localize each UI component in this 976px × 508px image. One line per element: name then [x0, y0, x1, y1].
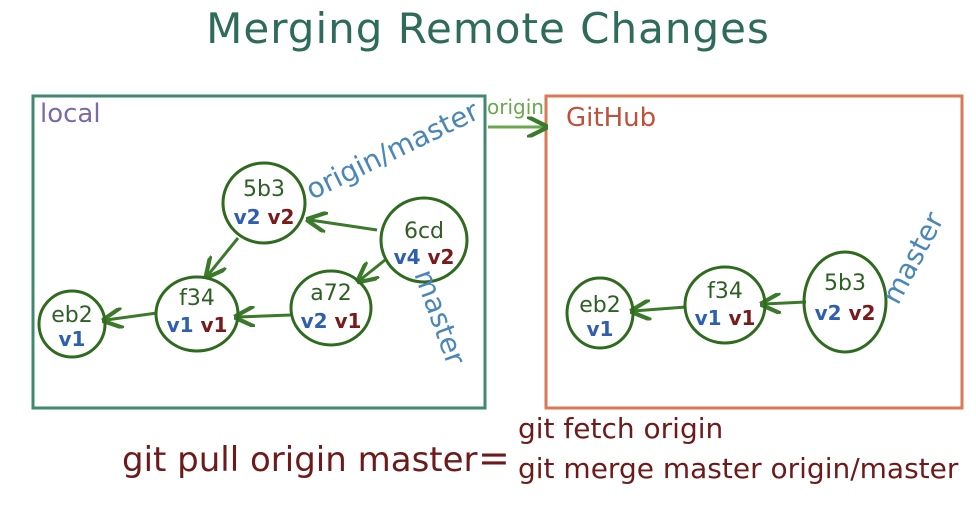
github-commit-5b3: 5b3 v2 v2 — [802, 250, 888, 354]
commit-versions: v1 v1 — [695, 306, 756, 330]
edge-gh-f34-eb2 — [634, 307, 687, 311]
commit-versions: v4 v2 — [394, 245, 455, 269]
edge-gh-5b3-f34 — [764, 302, 807, 304]
commit-versions: v2 v2 — [234, 205, 295, 229]
edge-f34-eb2 — [106, 313, 158, 320]
edge-5b3-f34 — [208, 237, 240, 275]
commit-id: 5b3 — [243, 177, 285, 202]
commit-id: eb2 — [51, 303, 93, 328]
local-commit-6cd: 6cd v4 v2 — [379, 196, 469, 284]
github-commit-f34: f34 v1 v1 — [683, 265, 767, 345]
edge-6cd-a72 — [360, 258, 386, 280]
command-git-pull: git pull origin master — [122, 440, 478, 480]
version-2: v2 — [848, 301, 875, 325]
version-1: v2 — [301, 309, 328, 333]
commit-node — [37, 289, 107, 359]
ref-origin-master: origin/master — [301, 94, 485, 206]
commit-node — [802, 250, 888, 354]
version-1: v1 — [695, 306, 722, 330]
local-commit-eb2: eb2 v1 — [37, 289, 107, 359]
commit-versions: v2 v1 — [301, 309, 362, 333]
commit-node — [683, 265, 767, 345]
edge-a72-f34 — [238, 315, 292, 317]
commit-id: 5b3 — [824, 271, 866, 296]
version-1: v2 — [234, 205, 261, 229]
version-2: v1 — [728, 306, 755, 330]
github-repo-label: GitHub — [566, 103, 656, 133]
commit-node — [379, 196, 469, 284]
commit-versions: v1 v1 — [167, 313, 228, 337]
local-commit-a72: a72 v2 v1 — [289, 269, 373, 347]
ref-local-master: master — [407, 265, 472, 370]
commit-node — [154, 275, 240, 353]
command-equals-sign: = — [478, 436, 510, 480]
local-repo-label: local — [40, 99, 101, 129]
version-1: v1 — [59, 327, 86, 351]
version-2: v2 — [427, 245, 454, 269]
commit-node — [289, 269, 373, 347]
commit-node — [565, 276, 635, 350]
diagram-title: Merging Remote Changes — [206, 4, 770, 53]
command-git-fetch: git fetch origin — [518, 412, 724, 445]
github-repo-box — [544, 94, 964, 410]
commit-id: eb2 — [579, 293, 621, 318]
commit-versions: v2 v2 — [815, 301, 876, 325]
version-2: v1 — [334, 309, 361, 333]
version-2: v1 — [200, 313, 227, 337]
commit-id: a72 — [310, 281, 351, 306]
commit-id: f34 — [707, 279, 743, 304]
commit-versions: v1 — [587, 317, 614, 341]
local-repo-box — [31, 94, 487, 410]
commit-id: 6cd — [404, 219, 444, 244]
commit-node — [221, 161, 307, 245]
version-1: v1 — [167, 313, 194, 337]
commit-id: f34 — [179, 286, 215, 311]
edge-6cd-5b3 — [310, 220, 378, 230]
version-2: v2 — [267, 205, 294, 229]
command-git-merge: git merge master origin/master — [518, 452, 959, 485]
github-commit-eb2: eb2 v1 — [565, 276, 635, 350]
version-1: v2 — [815, 301, 842, 325]
version-1: v1 — [587, 317, 614, 341]
version-1: v4 — [394, 245, 421, 269]
local-commit-f34: f34 v1 v1 — [154, 275, 240, 353]
ref-github-master: master — [875, 206, 951, 309]
commit-versions: v1 — [59, 327, 86, 351]
origin-arrow-label: origin — [487, 95, 544, 119]
local-commit-5b3: 5b3 v2 v2 — [221, 161, 307, 245]
